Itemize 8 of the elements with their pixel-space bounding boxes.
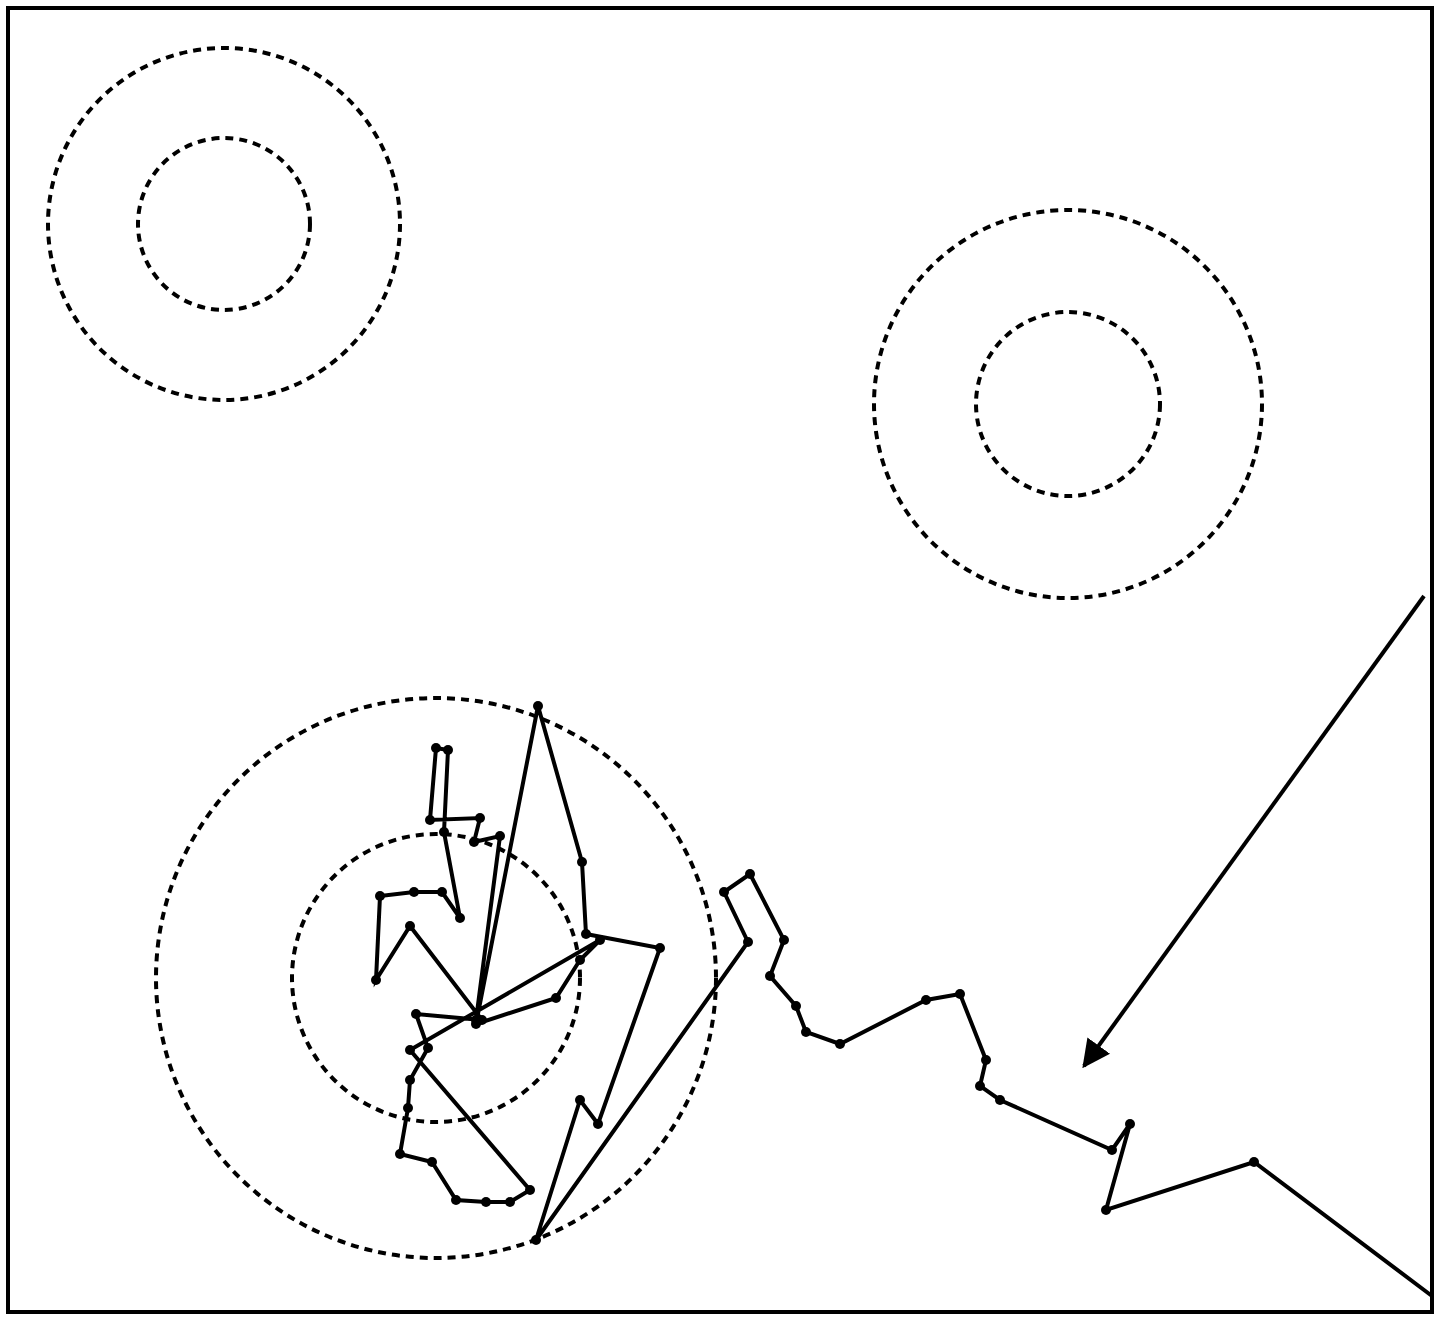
arrow	[1082, 594, 1426, 1069]
dashed-circle	[974, 310, 1162, 498]
dashed-circle	[154, 696, 718, 1260]
dashed-circle	[136, 136, 312, 312]
trajectory-drawing	[371, 701, 1434, 1298]
dashed-circle	[872, 208, 1264, 600]
dashed-circle	[46, 46, 402, 402]
dashed-circle	[290, 832, 582, 1124]
